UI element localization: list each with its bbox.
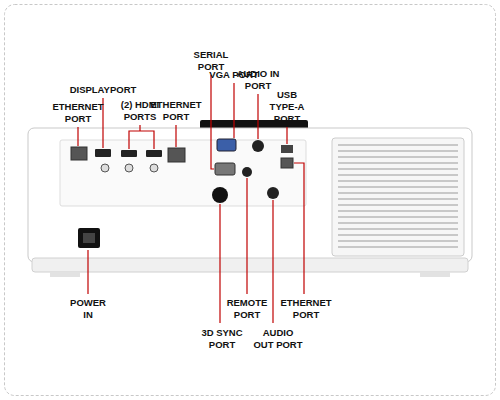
projector-body bbox=[28, 120, 472, 277]
port-label: POWER IN bbox=[69, 297, 107, 321]
port-label: REMOTE PORT bbox=[226, 297, 268, 321]
port-label: ETHERNET PORT bbox=[280, 297, 332, 321]
vent-grille bbox=[332, 138, 464, 256]
port-label: 3D SYNC PORT bbox=[199, 327, 245, 351]
frame-border bbox=[5, 5, 496, 396]
port-label: DISPLAYPORT bbox=[67, 84, 139, 96]
port-label: ETHERNET PORT bbox=[51, 101, 105, 125]
port-label: AUDIO OUT PORT bbox=[253, 327, 303, 351]
port-label: USB TYPE-A PORT bbox=[267, 89, 307, 125]
port-label: AUDIO IN PORT bbox=[234, 68, 282, 92]
port-label: ETHERNET PORT bbox=[149, 99, 203, 123]
port-panel bbox=[60, 139, 306, 248]
leader-lines bbox=[78, 75, 304, 323]
